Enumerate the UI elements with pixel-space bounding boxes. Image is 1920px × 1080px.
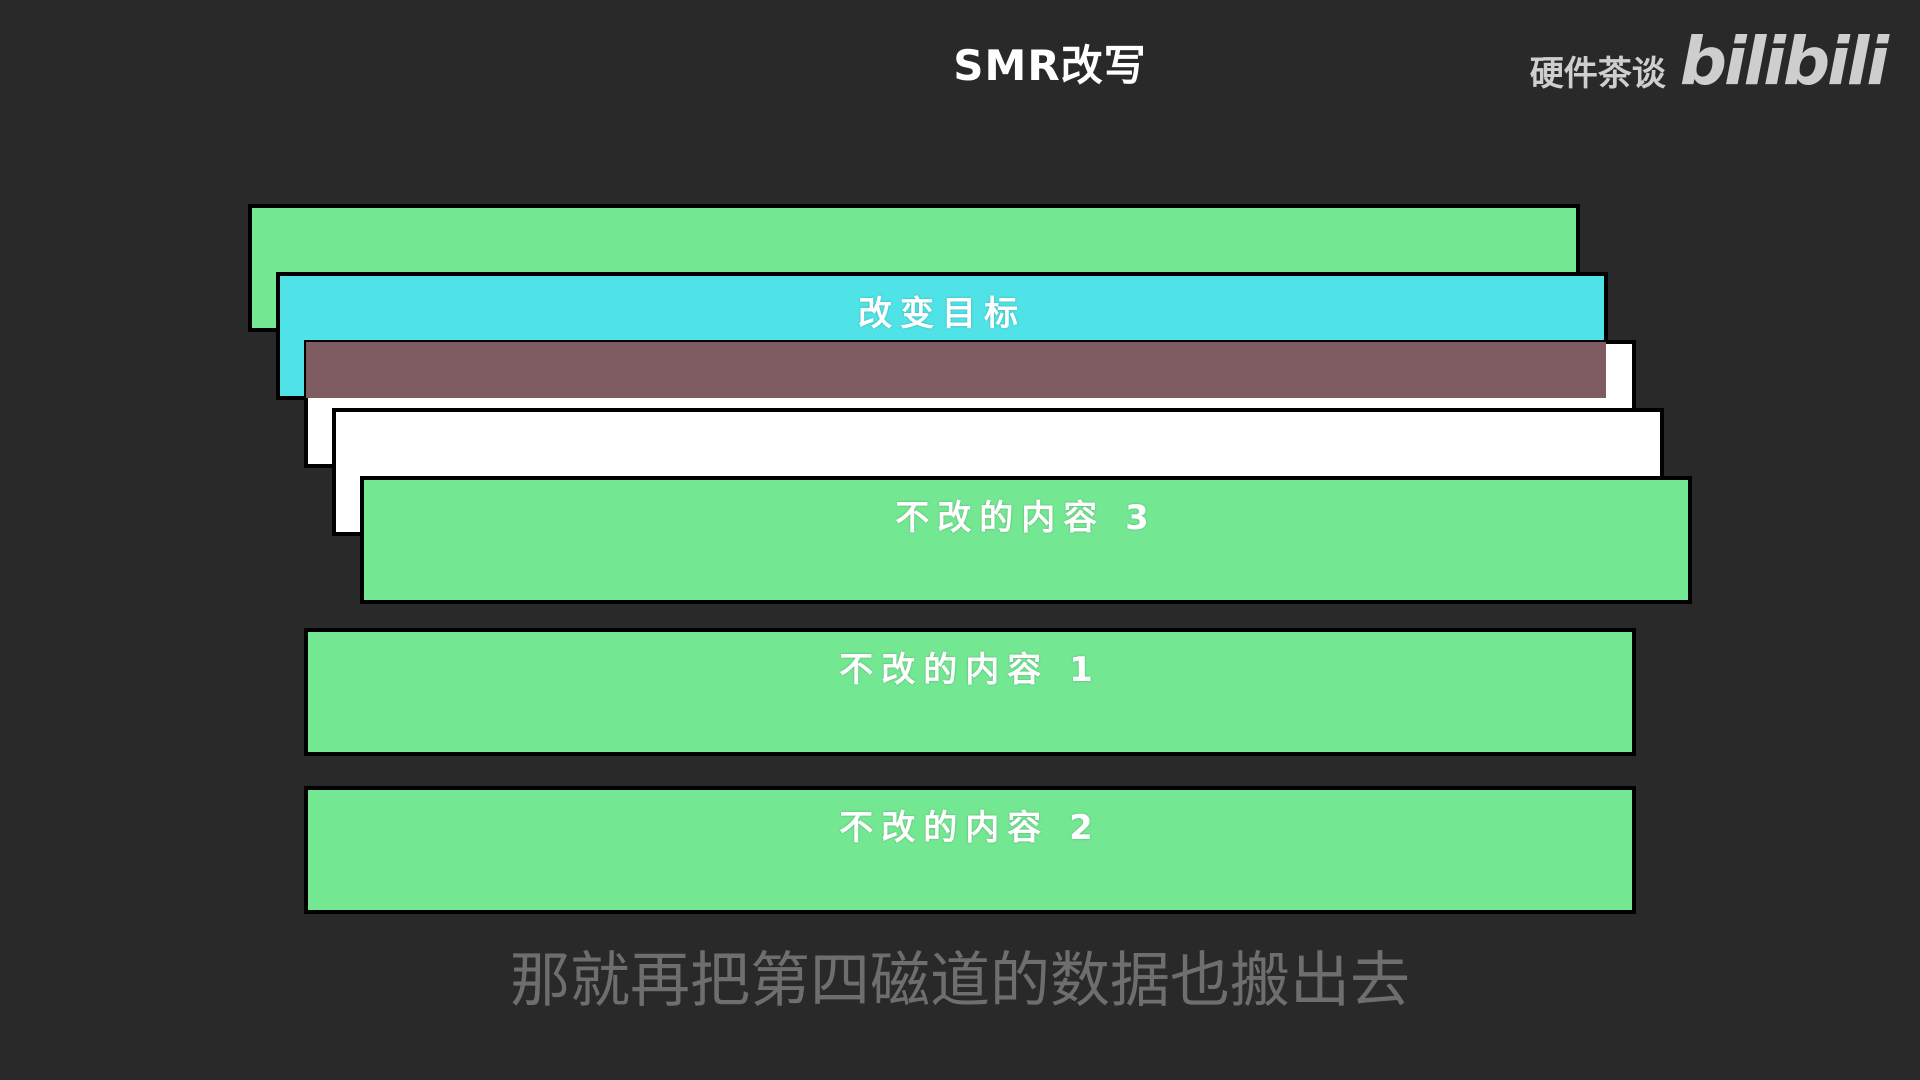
track-6-label: 不改的内容 1: [839, 650, 1101, 690]
video-subtitle: 那就再把第四磁道的数据也搬出去: [510, 946, 1410, 1016]
track-7-label: 不改的内容 2: [839, 808, 1101, 848]
track-7-unchanged-content-2: 不改的内容 2: [304, 786, 1636, 914]
track-6-unchanged-content-1: 不改的内容 1: [304, 628, 1636, 756]
track-3: [306, 342, 1606, 398]
bilibili-logo-icon: bilibili: [1679, 22, 1889, 100]
track-2-label: 改变目标: [858, 294, 1026, 334]
channel-watermark: 硬件茶谈 bilibili: [1529, 22, 1889, 100]
track-5-unchanged-content-3: 不改的内容 3: [360, 476, 1692, 604]
track-5-label: 不改的内容 3: [895, 498, 1157, 538]
slide-title: SMR改写: [953, 41, 1147, 90]
channel-name: 硬件茶谈: [1529, 54, 1666, 94]
